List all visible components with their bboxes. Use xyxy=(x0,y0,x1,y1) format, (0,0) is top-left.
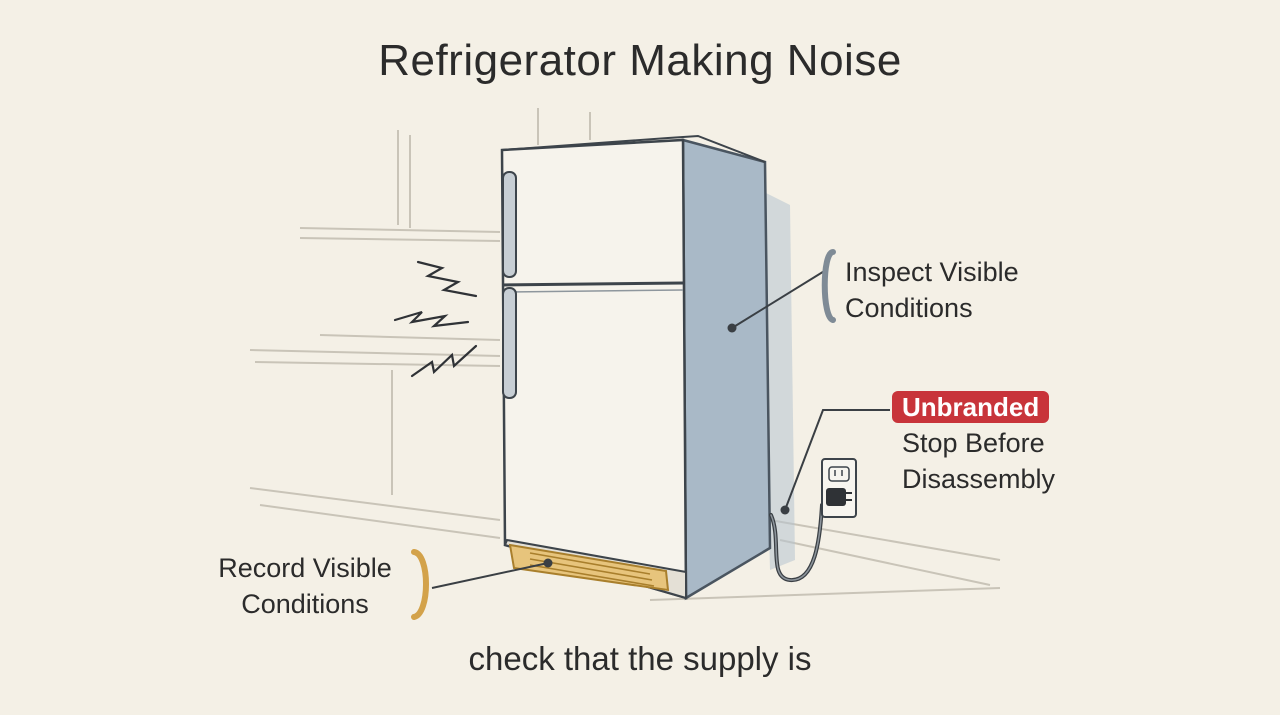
stop-before-disassembly-label: Stop Before Disassembly xyxy=(902,428,1056,494)
inspect-visible-conditions-label: Inspect Visible Conditions xyxy=(845,257,1019,323)
record-visible-conditions-label: Record Visible Conditions xyxy=(218,553,392,619)
noise-wave-icon xyxy=(393,260,478,378)
kitchen-background-sketch xyxy=(249,108,1001,601)
freezer-door-handle xyxy=(502,171,517,278)
subtitle-caption: check that the supply is xyxy=(468,640,812,677)
stop-callout: Unbranded Stop Before Disassembly xyxy=(890,391,1080,497)
fridge-door-divider xyxy=(501,281,684,287)
stop-callout-leader xyxy=(780,409,890,515)
fridge-top-edge xyxy=(501,134,766,163)
record-callout-leader xyxy=(411,549,553,620)
page-title: Refrigerator Making Noise xyxy=(378,36,902,85)
fridge-front xyxy=(500,138,688,600)
unbranded-warning-badge: Unbranded xyxy=(892,391,1050,423)
fridge-door-handle xyxy=(502,287,517,399)
fridge-side-panel xyxy=(681,138,772,601)
plug-icon xyxy=(826,488,852,506)
inspect-callout-leader xyxy=(727,249,836,333)
